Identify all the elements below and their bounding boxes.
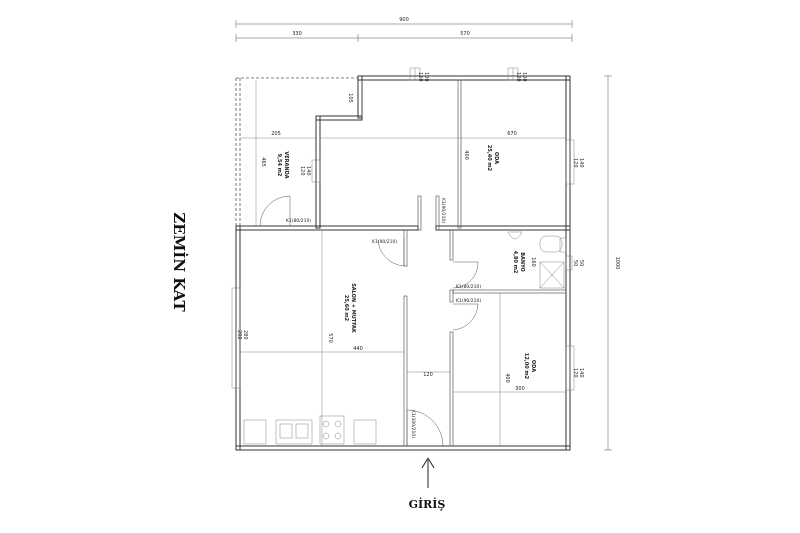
door-label-d3: K1(90/210) bbox=[372, 239, 397, 245]
windows: 100120 100120 140120 140120 280200 14012… bbox=[231, 67, 584, 391]
door-label-d4: K1(80/210) bbox=[456, 284, 481, 290]
dim-570: 570 bbox=[327, 333, 333, 343]
door-label-d6: K1(100/210) bbox=[410, 410, 416, 438]
svg-text:VERANDA: VERANDA bbox=[283, 151, 289, 178]
window-label-right-top: 140120 bbox=[572, 158, 584, 168]
dim-465: 465 bbox=[260, 157, 266, 167]
kitchen-fixtures bbox=[243, 415, 377, 445]
dim-160: 160 bbox=[530, 257, 536, 267]
window-label-veranda: 140120 bbox=[299, 166, 311, 176]
dim-overall-width: 900 bbox=[399, 17, 409, 23]
interior-walls bbox=[403, 79, 567, 447]
dim-300: 300 bbox=[515, 386, 525, 392]
svg-text:4,80 m2: 4,80 m2 bbox=[512, 251, 518, 274]
veranda-dashed-outline bbox=[235, 77, 358, 228]
svg-text:12,00 m2: 12,00 m2 bbox=[523, 353, 529, 380]
svg-text:25,60 m2: 25,60 m2 bbox=[343, 295, 349, 322]
svg-text:ODA: ODA bbox=[530, 360, 536, 372]
svg-text:9,54 m2: 9,54 m2 bbox=[276, 154, 282, 177]
room-label-oda-bottom: ODA 12,00 m2 bbox=[523, 353, 536, 380]
room-label-salon: SALON + MUTFAK 25,60 m2 bbox=[343, 283, 356, 334]
svg-text:SALON + MUTFAK: SALON + MUTFAK bbox=[350, 283, 356, 334]
window-label-top1: 100120 bbox=[417, 72, 429, 82]
dim-right-segment: 570 bbox=[460, 31, 470, 37]
room-label-veranda: VERANDA 9,54 m2 bbox=[276, 151, 289, 178]
room-label-banyo: BANYO 4,80 m2 bbox=[512, 251, 525, 274]
dim-440: 440 bbox=[353, 346, 363, 352]
svg-text:BANYO: BANYO bbox=[519, 252, 525, 272]
svg-text:25,40 m2: 25,40 m2 bbox=[486, 145, 492, 172]
window-label-salon: 280200 bbox=[236, 330, 248, 340]
door-label-d1: K1(80/210) bbox=[286, 218, 311, 224]
door-label-d2: K1(90/210) bbox=[440, 198, 446, 223]
doors: K1(80/210) K1(90/210) K1(90/210) K1(80/2… bbox=[259, 195, 481, 447]
dim-left-segment: 330 bbox=[292, 31, 302, 37]
window-label-banyo: 5050 bbox=[572, 260, 584, 266]
dim-105: 105 bbox=[347, 93, 353, 103]
right-dimension: 1000 bbox=[604, 75, 620, 451]
window-label-right-bottom: 140120 bbox=[572, 368, 584, 378]
entrance-label: GİRİŞ bbox=[409, 497, 446, 511]
bathroom-fixtures bbox=[507, 231, 567, 289]
window-label-top2: 100120 bbox=[515, 72, 527, 82]
floor-title: ZEMİN KAT bbox=[170, 212, 189, 312]
door-label-d5: K1(90/210) bbox=[456, 298, 481, 304]
dim-670: 670 bbox=[507, 131, 517, 137]
dim-overall-height: 1000 bbox=[614, 257, 620, 270]
dim-400-bottom: 400 bbox=[504, 373, 510, 383]
top-dimensions: 900 330 570 bbox=[235, 17, 573, 42]
dim-120: 120 bbox=[423, 372, 433, 378]
svg-text:ODA: ODA bbox=[493, 152, 499, 164]
dim-205: 205 bbox=[271, 131, 281, 137]
dim-400-top: 400 bbox=[463, 150, 469, 160]
entrance-arrow bbox=[421, 457, 435, 488]
room-label-oda-top: ODA 25,40 m2 bbox=[486, 145, 499, 172]
interior-guide-lines bbox=[240, 80, 566, 446]
